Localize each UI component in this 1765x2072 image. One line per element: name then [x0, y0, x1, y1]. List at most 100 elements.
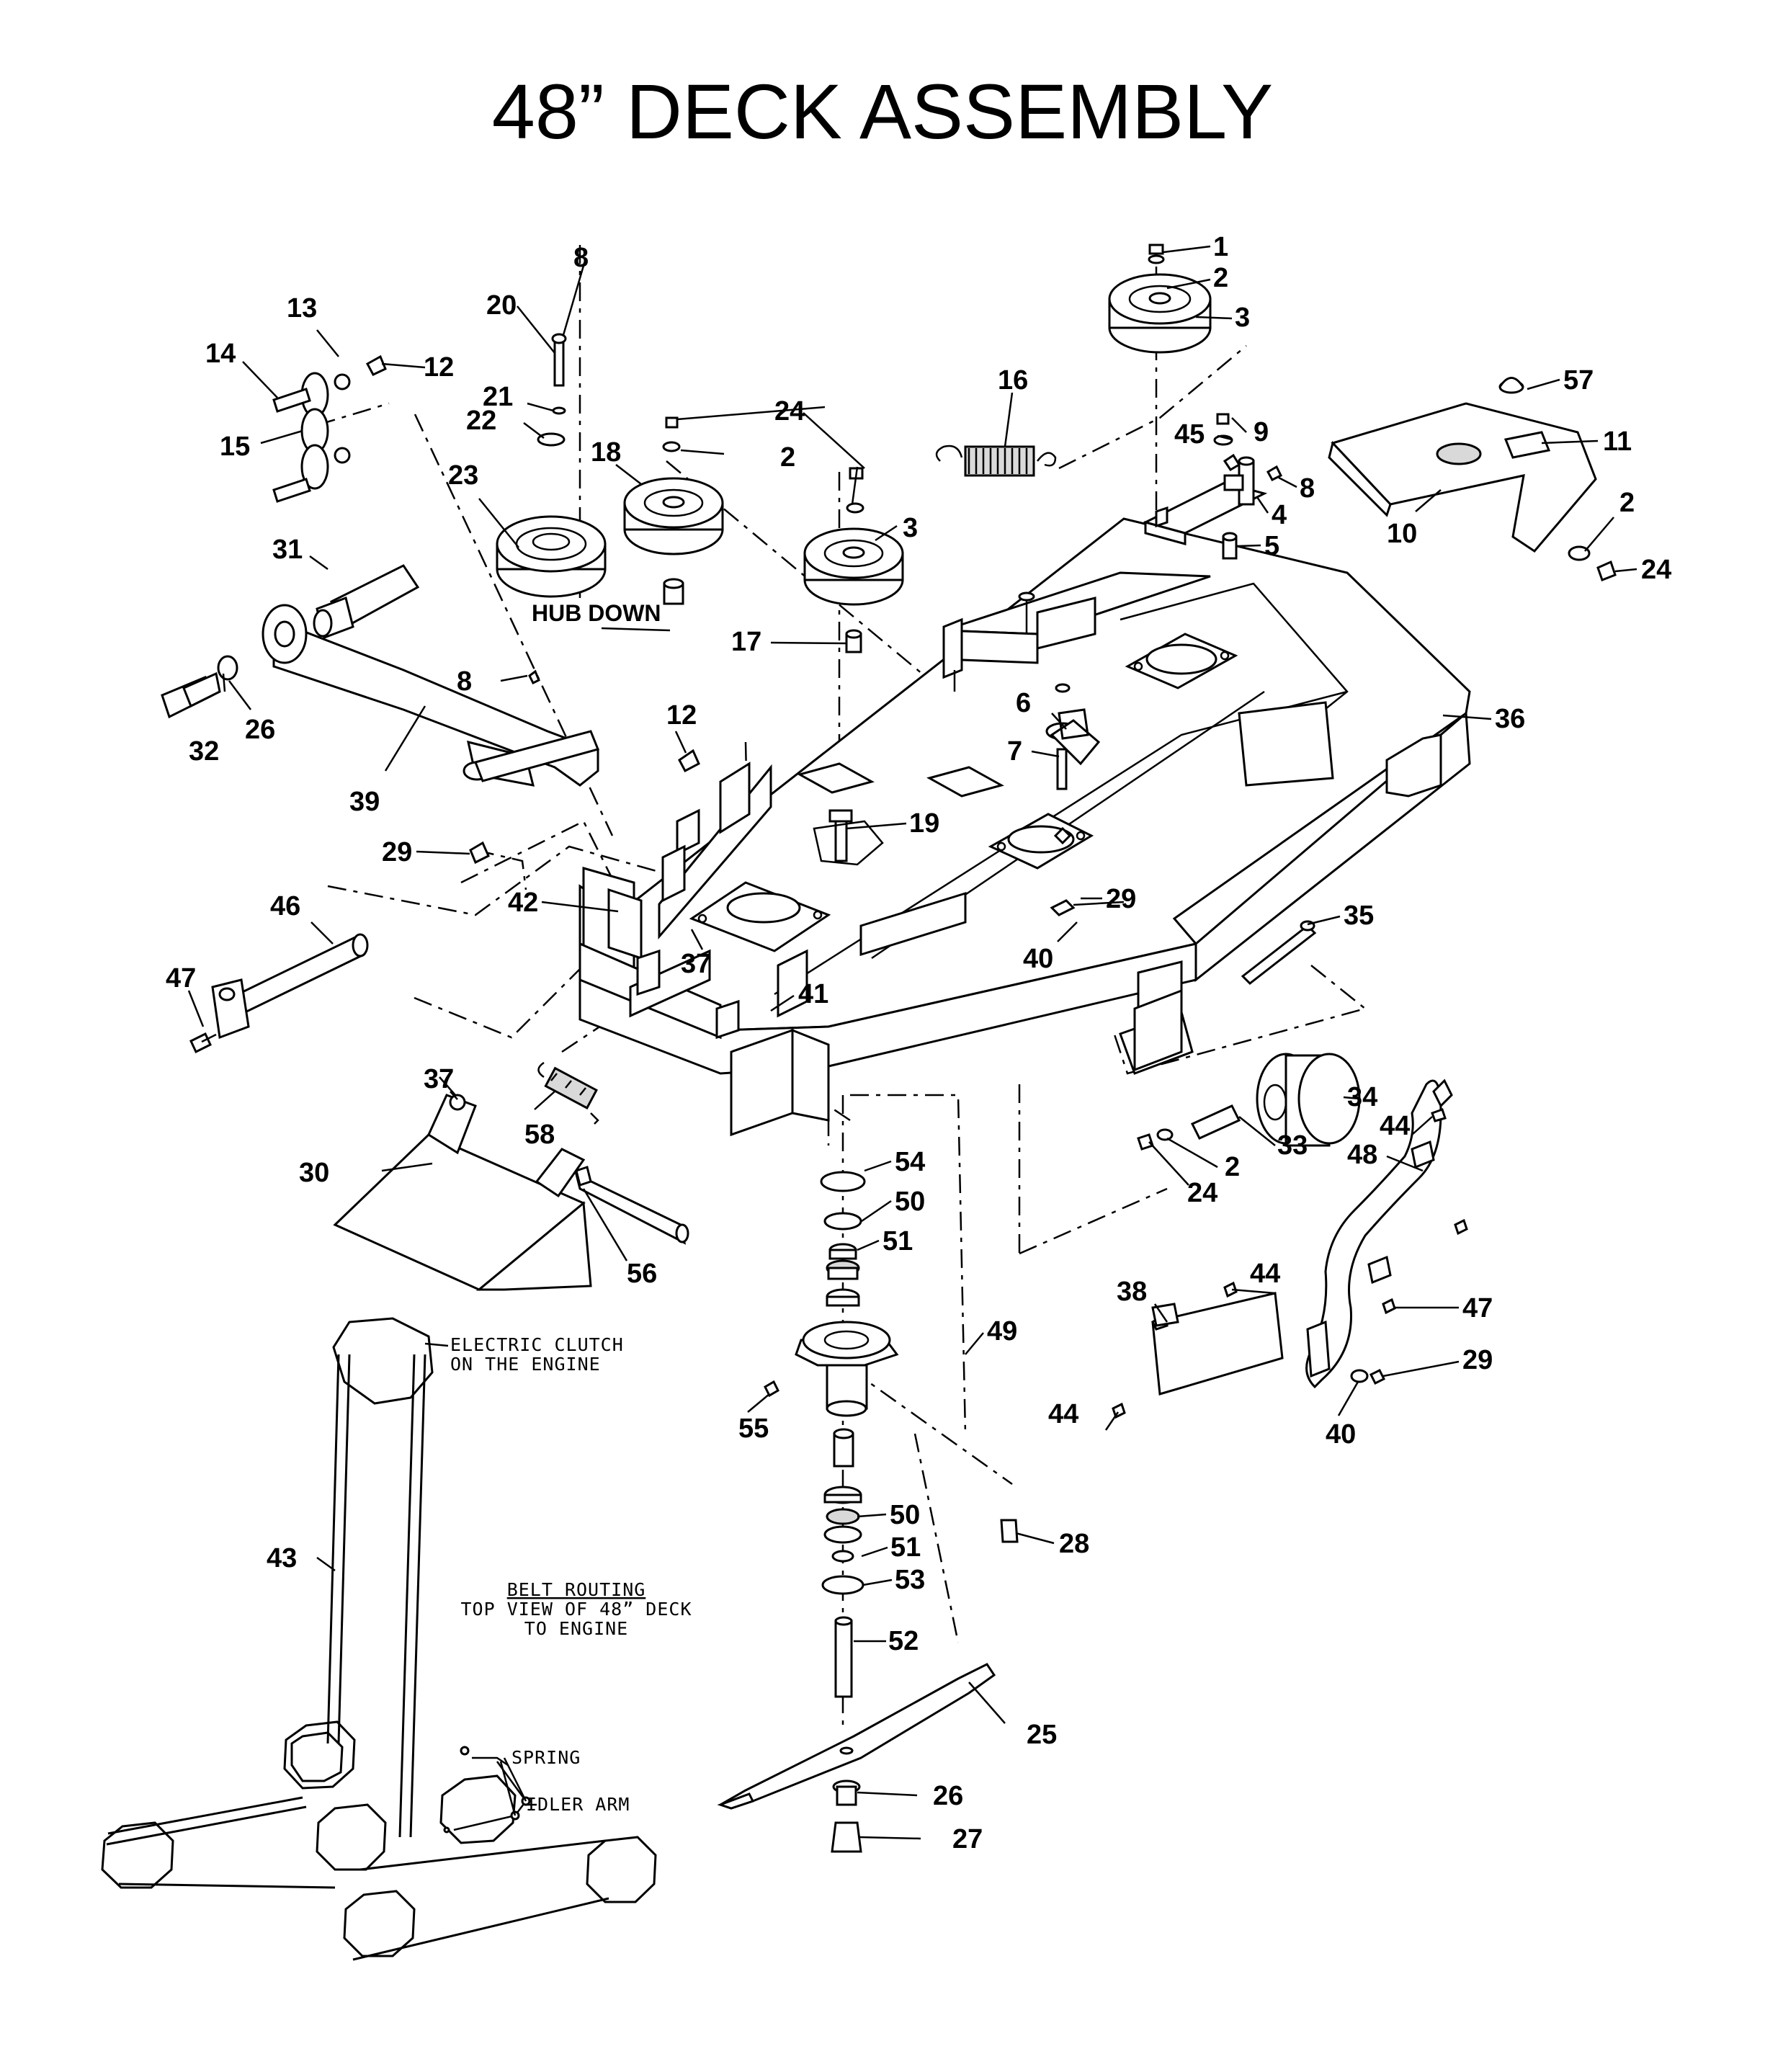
- callout-31: 31: [272, 535, 303, 565]
- callout-36: 36: [1495, 704, 1525, 734]
- callout-14: 14: [205, 339, 236, 369]
- belt-routing-note-3: TO ENGINE: [524, 1618, 628, 1639]
- callout-40: 40: [1326, 1419, 1356, 1450]
- callout-16: 16: [998, 365, 1028, 396]
- callout-29: 29: [1106, 884, 1136, 914]
- callout-20: 20: [486, 290, 517, 321]
- callout-2: 2: [1225, 1152, 1240, 1182]
- callout-46: 46: [270, 891, 300, 921]
- callout-51: 51: [890, 1532, 921, 1563]
- callout-17: 17: [731, 627, 761, 657]
- callout-52: 52: [888, 1626, 919, 1656]
- pulley-23: [496, 432, 607, 598]
- callout-leaders: [187, 245, 1637, 1840]
- note-leaders: [424, 1342, 537, 1816]
- idler-bracket-4: [1142, 456, 1268, 545]
- callout-37: 37: [681, 949, 711, 979]
- callout-47: 47: [166, 963, 196, 993]
- callout-12: 12: [666, 700, 697, 731]
- callout-7: 7: [1007, 736, 1022, 767]
- callout-42: 42: [508, 888, 538, 918]
- belt-routing-heading: BELT ROUTING: [507, 1579, 646, 1600]
- callout-39: 39: [349, 787, 380, 817]
- callout-33: 33: [1277, 1130, 1308, 1161]
- callout-2: 2: [780, 442, 795, 473]
- callout-38: 38: [1117, 1277, 1147, 1307]
- small-hardware: [469, 413, 1283, 916]
- callout-56: 56: [627, 1259, 657, 1289]
- callout-45: 45: [1174, 419, 1205, 450]
- callout-18: 18: [591, 437, 621, 468]
- callout-8: 8: [573, 243, 589, 273]
- callout-8: 8: [1300, 473, 1315, 504]
- callout-30: 30: [299, 1158, 329, 1188]
- callout-26: 26: [245, 715, 275, 745]
- idler-arm-note: IDLER ARM: [526, 1794, 630, 1815]
- deck-housing: [578, 517, 1471, 1137]
- callout-21: 21: [483, 382, 513, 412]
- spring-58: [537, 1061, 599, 1125]
- electric-clutch-note-2: ON THE ENGINE: [450, 1354, 601, 1375]
- callout-24: 24: [1641, 555, 1671, 585]
- callout-9: 9: [1254, 417, 1269, 447]
- callout-53: 53: [895, 1565, 925, 1595]
- diagram-title: 48” DECK ASSEMBLY: [492, 68, 1273, 155]
- callout-49: 49: [987, 1316, 1017, 1347]
- tension-spring-16: [935, 445, 1057, 477]
- blade-25: [717, 1663, 996, 1853]
- idler-pulley-3-top: [1108, 244, 1212, 354]
- side-guard-48: [1305, 1079, 1468, 1389]
- callout-32: 32: [189, 736, 219, 767]
- callout-2: 2: [1213, 263, 1228, 293]
- pivot-rod: [313, 564, 420, 639]
- callout-54: 54: [895, 1147, 925, 1177]
- callout-44: 44: [1048, 1399, 1078, 1429]
- idler-pulley-18: [623, 477, 724, 605]
- callout-6: 6: [1016, 688, 1031, 718]
- callout-19: 19: [909, 808, 939, 839]
- side-plate-38: [1112, 1281, 1386, 1419]
- callout-44: 44: [1250, 1259, 1280, 1289]
- hanger-bracket: [658, 762, 772, 940]
- callout-34: 34: [1347, 1082, 1377, 1112]
- callout-10: 10: [1387, 519, 1417, 549]
- callout-23: 23: [448, 460, 478, 491]
- callout-25: 25: [1027, 1720, 1057, 1750]
- callout-24: 24: [1187, 1178, 1217, 1208]
- callout-22: 22: [466, 406, 496, 436]
- callout-labels: 1 2 3 2 3 8 20 21 22 23 13 14 12 15 18 2…: [166, 232, 1671, 1854]
- idler-pulley-3-mid: [803, 527, 904, 606]
- pivot-bolt: [161, 655, 238, 719]
- callout-12: 12: [424, 352, 454, 383]
- callout-51: 51: [882, 1226, 913, 1256]
- callout-1: 1: [1213, 232, 1228, 262]
- callout-29: 29: [1462, 1345, 1493, 1375]
- belt-routing: [101, 1317, 657, 1961]
- electric-clutch-note-1: ELECTRIC CLUTCH: [450, 1334, 624, 1355]
- callout-48: 48: [1347, 1140, 1377, 1170]
- callout-35: 35: [1344, 901, 1374, 931]
- callout-47: 47: [1462, 1293, 1493, 1323]
- callout-57: 57: [1563, 365, 1594, 396]
- spacer-plates-19: [797, 762, 1004, 866]
- callout-27: 27: [952, 1824, 983, 1854]
- callout-3: 3: [903, 513, 918, 543]
- callout-26: 26: [933, 1781, 963, 1811]
- callout-41: 41: [798, 979, 828, 1009]
- wheel-assembly: [1133, 920, 1361, 1151]
- spindle-stack: [764, 1171, 1019, 1698]
- callout-37: 37: [424, 1064, 454, 1094]
- callout-58: 58: [524, 1120, 555, 1150]
- callout-5: 5: [1264, 531, 1279, 561]
- callout-2: 2: [1619, 488, 1635, 518]
- callout-28: 28: [1059, 1529, 1089, 1559]
- callout-43: 43: [267, 1543, 297, 1573]
- callout-50: 50: [895, 1187, 925, 1217]
- callout-50: 50: [890, 1500, 920, 1530]
- callout-4: 4: [1272, 500, 1287, 530]
- bolt-stack-20: [551, 333, 567, 415]
- callout-11: 11: [1603, 427, 1632, 457]
- callout-8: 8: [457, 666, 472, 697]
- rod-46: [189, 933, 369, 1054]
